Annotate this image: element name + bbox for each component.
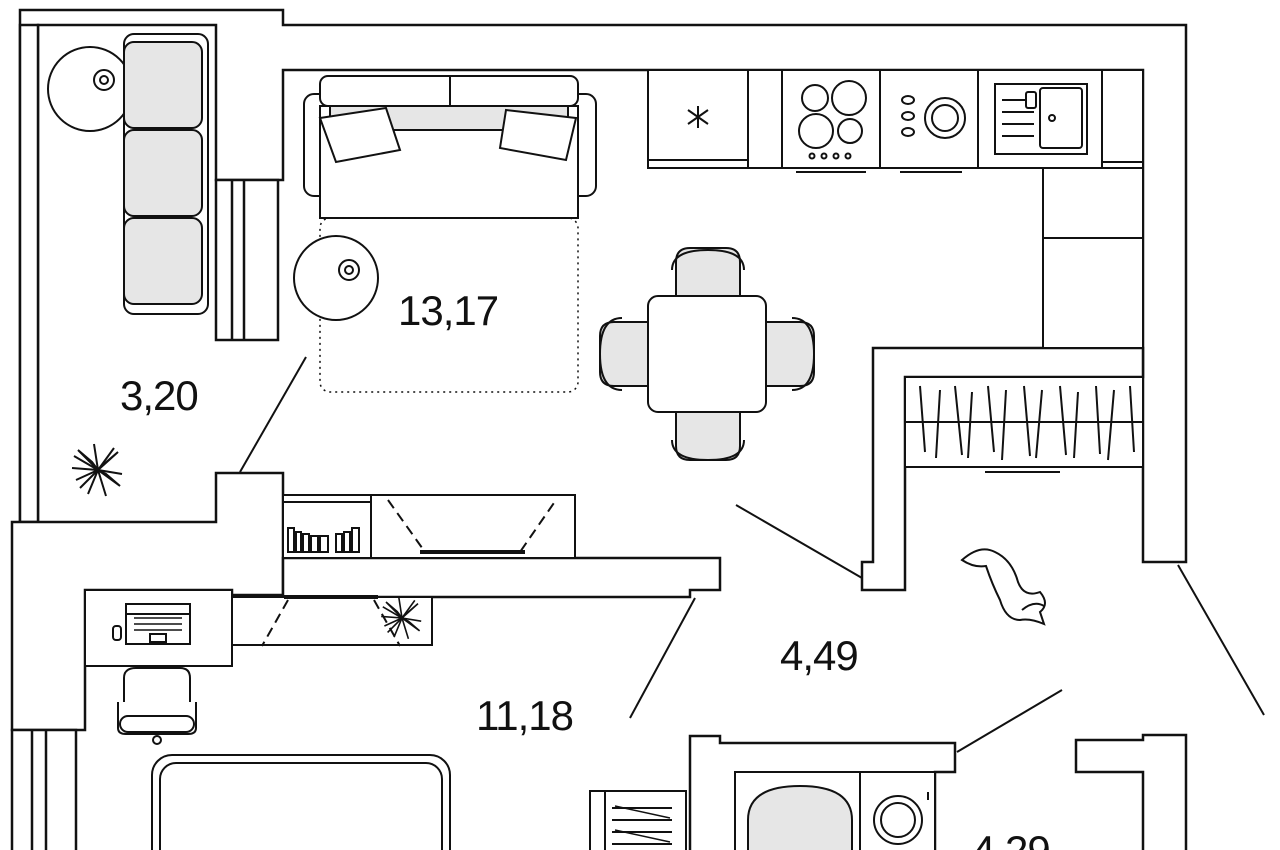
area-label-bathroom: 4,29	[972, 827, 1050, 850]
chair-icon	[675, 411, 741, 461]
bathtub-icon	[734, 771, 861, 850]
desk	[84, 589, 433, 667]
washing-machine-icon	[859, 771, 936, 850]
wardrobe-icon	[904, 376, 1144, 473]
fridge-icon	[647, 69, 749, 169]
dining-table-icon	[598, 247, 816, 462]
laptop-icon	[112, 603, 191, 645]
plant-icon	[71, 443, 123, 497]
area-label-kitchen-living: 13,17	[398, 287, 498, 334]
rug	[319, 217, 579, 393]
chair-icon	[599, 321, 649, 387]
radiator-icon	[589, 790, 687, 850]
area-label-balcony: 3,20	[120, 372, 198, 419]
cat-icon	[960, 548, 1046, 626]
door-lines	[239, 356, 1265, 753]
side-table-icon	[293, 235, 379, 321]
bed-icon	[151, 754, 451, 850]
area-label-bedroom: 11,18	[476, 692, 573, 739]
bookshelf-icon	[282, 494, 576, 559]
sofa-icon	[303, 75, 597, 219]
dishwasher-icon	[879, 69, 979, 173]
round-table-icon	[47, 46, 133, 132]
chair-icon	[765, 321, 815, 387]
area-label-hall: 4,49	[780, 632, 858, 679]
desk-chair	[117, 667, 197, 745]
counter-gap	[747, 69, 783, 169]
chair-icon	[675, 247, 741, 297]
sink-icon	[977, 69, 1103, 169]
cooktop-icon	[781, 69, 881, 173]
tall-cabinet	[1042, 167, 1144, 349]
balcony-sofa	[123, 33, 209, 315]
